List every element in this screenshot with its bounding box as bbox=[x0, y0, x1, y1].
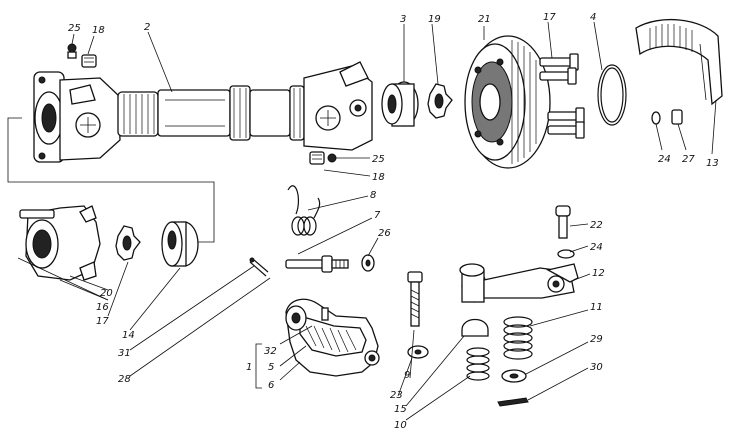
label-8: 8 bbox=[370, 190, 376, 201]
brake-band-assembly-1 bbox=[285, 298, 380, 377]
label-15: 15 bbox=[394, 404, 407, 415]
return-spring-8 bbox=[287, 185, 321, 236]
companion-flange-16 bbox=[19, 205, 101, 281]
label-18-middle: 18 bbox=[372, 172, 385, 183]
label-17-top: 17 bbox=[543, 12, 556, 23]
label-18-top: 18 bbox=[92, 25, 105, 36]
label-4: 4 bbox=[590, 12, 596, 23]
label-13: 13 bbox=[706, 158, 719, 169]
label-31: 31 bbox=[118, 348, 131, 359]
label-20: 20 bbox=[100, 288, 113, 299]
label-30: 30 bbox=[590, 362, 603, 373]
connection-loop bbox=[7, 117, 215, 243]
label-28: 28 bbox=[118, 374, 131, 385]
washer-29 bbox=[501, 369, 527, 383]
snap-ring-4 bbox=[597, 64, 627, 126]
flange-nut-3 bbox=[381, 81, 419, 127]
nut-26 bbox=[361, 254, 375, 272]
part-labels: 25 18 2 3 19 21 17 4 13 24 27 25 18 8 7 … bbox=[68, 12, 719, 431]
anchor-pin-7 bbox=[285, 255, 349, 273]
label-12: 12 bbox=[592, 268, 605, 279]
label-22: 22 bbox=[590, 220, 603, 231]
flange-nut-14 bbox=[161, 221, 199, 267]
label-25-top: 25 bbox=[68, 23, 81, 34]
label-11: 11 bbox=[590, 302, 603, 313]
bolt-22 bbox=[555, 205, 571, 239]
lock-washer-19 bbox=[427, 83, 453, 119]
small-nut-27 bbox=[671, 109, 683, 125]
label-3: 3 bbox=[400, 14, 406, 25]
brake-shoe-13 bbox=[635, 18, 723, 106]
plate-30 bbox=[497, 397, 529, 407]
label-24-lower: 24 bbox=[590, 242, 603, 253]
label-14: 14 bbox=[122, 330, 135, 341]
label-7: 7 bbox=[374, 210, 381, 221]
label-5: 5 bbox=[268, 362, 274, 373]
drum-bolts-17 bbox=[539, 53, 585, 139]
lock-washer-20 bbox=[115, 225, 141, 261]
label-6: 6 bbox=[268, 380, 274, 391]
leader-lines bbox=[17, 21, 717, 421]
small-washer-24 bbox=[651, 111, 661, 125]
label-16: 16 bbox=[96, 302, 109, 313]
grease-nipple-top bbox=[67, 43, 97, 68]
label-9: 9 bbox=[404, 370, 410, 381]
spring-cap-15 bbox=[461, 318, 489, 337]
label-2: 2 bbox=[144, 22, 150, 33]
spring-11 bbox=[503, 316, 533, 360]
label-21: 21 bbox=[478, 14, 491, 25]
label-24-right: 24 bbox=[658, 154, 671, 165]
label-17-lower: 17 bbox=[96, 316, 109, 327]
label-10: 10 bbox=[394, 420, 407, 431]
adjusting-bolt-9 bbox=[407, 271, 423, 327]
label-23: 23 bbox=[390, 390, 403, 401]
label-26: 26 bbox=[378, 228, 391, 239]
label-25-middle: 25 bbox=[372, 154, 385, 165]
spring-10 bbox=[466, 347, 490, 381]
label-29: 29 bbox=[590, 334, 603, 345]
nut-23 bbox=[407, 345, 429, 359]
label-32: 32 bbox=[264, 346, 277, 357]
label-1: 1 bbox=[246, 362, 252, 373]
cotter-pin-31 bbox=[249, 257, 269, 277]
label-27: 27 bbox=[682, 154, 695, 165]
label-19-top: 19 bbox=[428, 14, 441, 25]
drive-shaft bbox=[33, 61, 373, 163]
grease-nipple-middle bbox=[309, 151, 337, 165]
brake-lever-12 bbox=[459, 263, 579, 303]
brake-drum-21 bbox=[464, 35, 551, 169]
